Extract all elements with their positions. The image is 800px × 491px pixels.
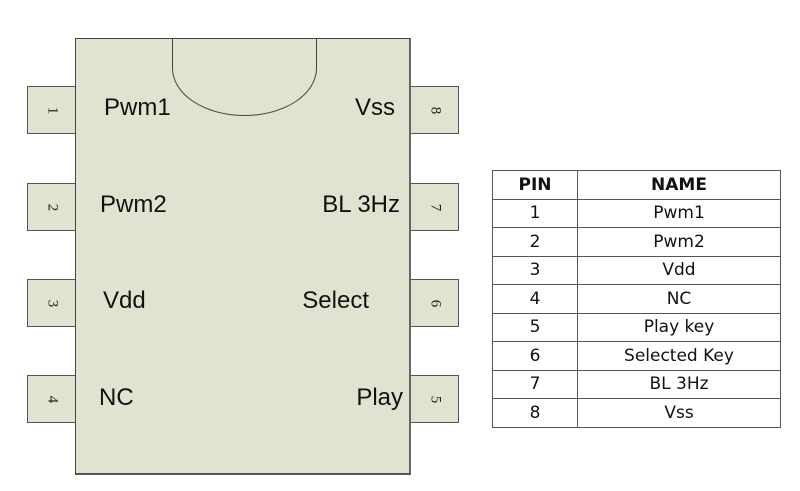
cell-name: NC: [577, 284, 781, 314]
pin-label-nc: NC: [99, 384, 134, 411]
pin-label-bl3hz: BL 3Hz: [322, 191, 400, 218]
pin-number: 3: [44, 299, 60, 307]
pin-label-pwm2: Pwm2: [100, 191, 167, 218]
cell-name: Vdd: [577, 255, 781, 285]
pin-number: 1: [44, 106, 60, 114]
cell-pin: 4: [492, 284, 578, 314]
pin-number: 7: [427, 203, 443, 211]
cell-pin: 6: [492, 341, 578, 371]
pin-number: 2: [44, 203, 60, 211]
cell-name: Play key: [577, 312, 781, 342]
header-name: NAME: [577, 170, 781, 200]
cell-pin: 2: [492, 227, 578, 257]
pin-label-vss: Vss: [354, 94, 395, 121]
pin-label-play: Play: [356, 384, 403, 411]
pin-label-select: Select: [302, 287, 369, 314]
pin-number: 5: [427, 395, 443, 403]
pin-5: 5: [411, 375, 459, 423]
cell-name: Pwm2: [577, 227, 781, 257]
pin-6: 6: [411, 279, 459, 327]
pin-number: 8: [427, 106, 443, 114]
pin-7: 7: [411, 183, 459, 231]
pin-number: 4: [44, 395, 60, 403]
cell-pin: 8: [492, 398, 578, 428]
pin-label-pwm1: Pwm1: [104, 94, 171, 121]
ic-body: [75, 38, 411, 475]
pin-4: 4: [27, 375, 75, 423]
pin-3: 3: [27, 279, 75, 327]
pin-number: 6: [427, 299, 443, 307]
cell-pin: 5: [492, 312, 578, 342]
pin-label-vdd: Vdd: [103, 287, 146, 314]
cell-name: BL 3Hz: [577, 369, 781, 399]
pin-8: 8: [411, 86, 459, 134]
table-header-row: PIN NAME: [492, 170, 781, 200]
cell-pin: 3: [492, 255, 578, 285]
cell-name: Pwm1: [577, 198, 781, 228]
cell-name: Selected Key: [577, 341, 781, 371]
pin-1: 1: [27, 86, 75, 134]
cell-pin: 7: [492, 369, 578, 399]
header-pin: PIN: [492, 170, 578, 200]
pin1-notch: [172, 38, 317, 116]
cell-pin: 1: [492, 198, 578, 228]
cell-name: Vss: [577, 398, 781, 428]
pin-2: 2: [27, 183, 75, 231]
